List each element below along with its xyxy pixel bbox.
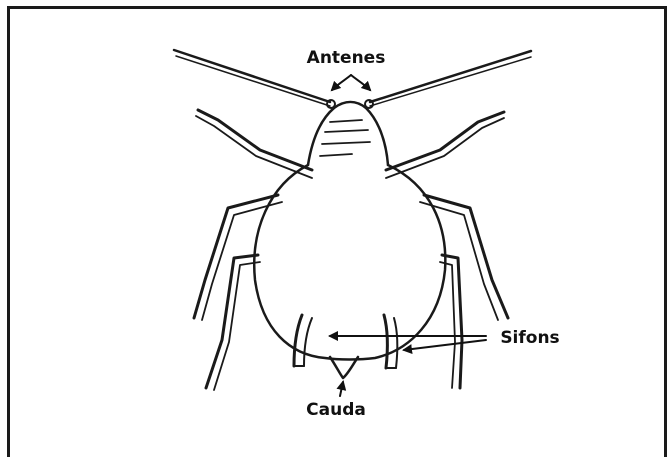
cauda-arrow <box>340 382 343 396</box>
abdomen <box>254 165 445 360</box>
label-tail: Cauda <box>306 400 366 420</box>
head-thorax <box>308 102 388 165</box>
antennae-arrow-right <box>351 75 370 90</box>
label-siphons: Sifons <box>500 328 559 348</box>
antennae-arrow-left <box>332 75 351 90</box>
siphon-arrow-right <box>404 340 486 350</box>
hind-legs <box>206 255 462 390</box>
label-antennae: Antenes <box>307 48 386 68</box>
